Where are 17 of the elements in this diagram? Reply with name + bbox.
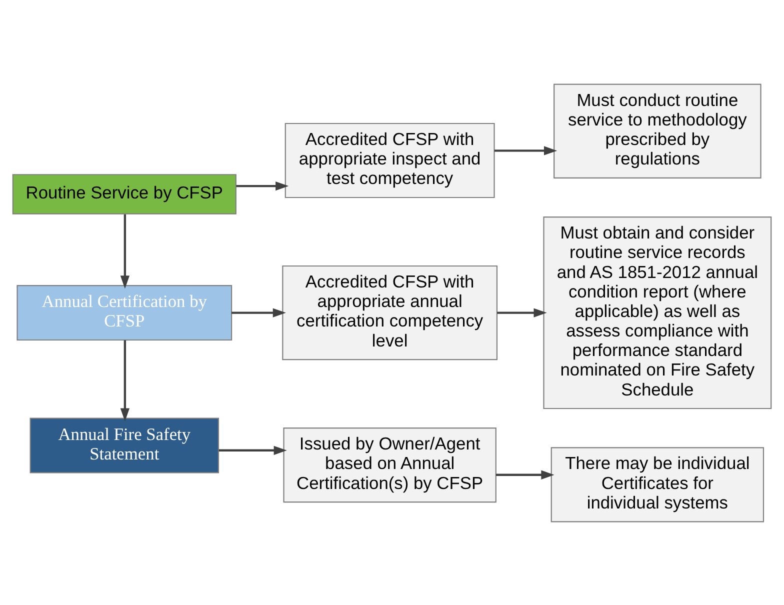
node-box: There may be individual Certificates for individual systems xyxy=(550,446,764,522)
arrow xyxy=(218,445,287,454)
arrow xyxy=(497,308,547,317)
arrow xyxy=(232,308,286,317)
arrow xyxy=(236,180,289,190)
arrow xyxy=(120,214,130,288)
node-box: Annual Certification by CFSP xyxy=(16,284,232,340)
node-box: Issued by Owner/Agent based on Annual Certification(s) by CFSP xyxy=(283,427,496,502)
arrow xyxy=(496,470,554,479)
arrow xyxy=(120,340,130,421)
arrow xyxy=(494,146,558,155)
node-box: Accredited CFSP with appropriate inspect and test competency xyxy=(284,122,495,198)
node-box: Must obtain and consider routine service records and AS 1851-2012 annual condition report (where applicable) as well as assess compliance with performance standard nominated on Fire Safety Schedule xyxy=(543,216,772,409)
node-box: Must conduct routine service to methodology prescribed by regulations xyxy=(554,83,762,178)
node-box: Routine Service by CFSP xyxy=(12,174,236,214)
node-box: Annual Fire Safety Statement xyxy=(30,417,220,473)
node-box: Accredited CFSP with appropriate annual certification competency level xyxy=(282,264,498,360)
